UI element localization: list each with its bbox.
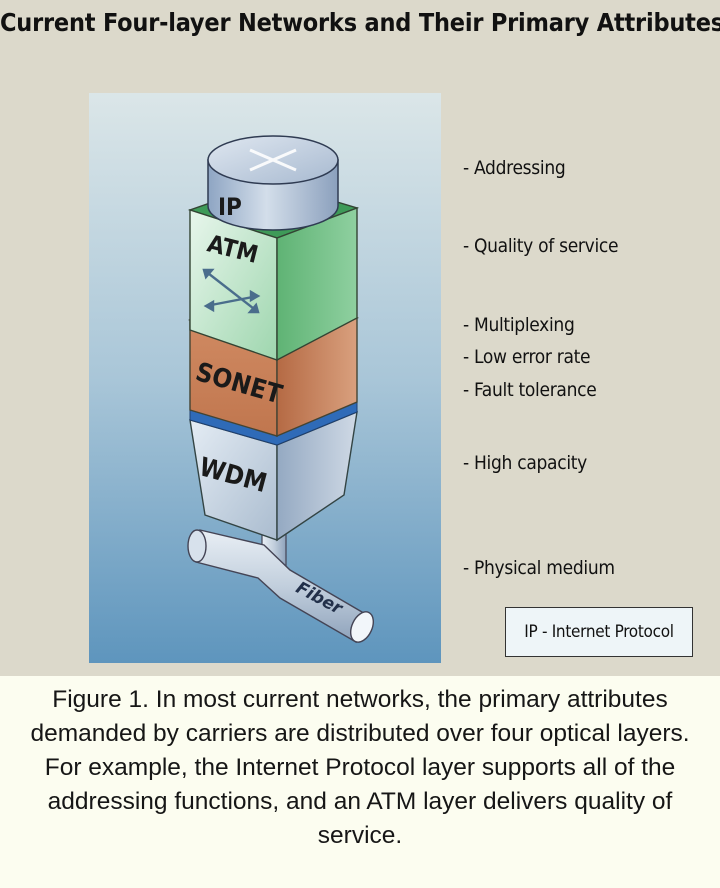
attribute-quality-of-service: - Quality of service xyxy=(463,235,618,257)
layer-label-ip: IP xyxy=(218,193,242,221)
attribute-fault-tolerance: - Fault tolerance xyxy=(463,379,596,401)
legend-text: IP - Internet Protocol xyxy=(524,622,673,642)
attribute-multiplexing: - Multiplexing xyxy=(463,314,575,336)
figure-caption: Figure 1. In most current networks, the … xyxy=(10,683,710,853)
attribute-low-error-rate: - Low error rate xyxy=(463,346,590,368)
attribute-physical-medium: - Physical medium xyxy=(463,557,615,579)
ip-layer: IP xyxy=(208,136,338,230)
attribute-high-capacity: - High capacity xyxy=(463,452,587,474)
legend-box: IP - Internet Protocol xyxy=(505,607,693,657)
attribute-addressing: - Addressing xyxy=(463,157,565,179)
